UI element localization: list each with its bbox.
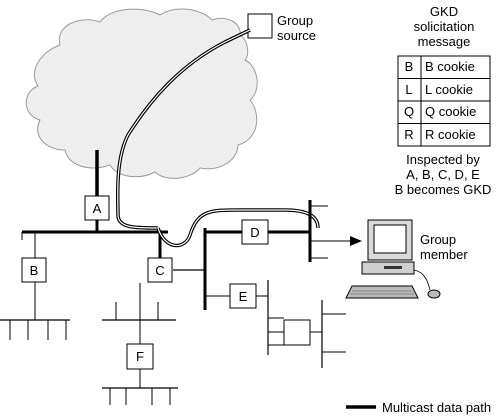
cookie-row: L L cookie [398, 79, 490, 102]
group-source-label-line2: source [277, 28, 317, 43]
group-member-label-line1: Group [420, 232, 457, 247]
cookie-value: Q cookie [425, 104, 477, 119]
cookie-row: R R cookie [398, 124, 490, 147]
router-unlabeled-box [283, 319, 311, 346]
cookie-key: R [404, 126, 414, 142]
cookie-key: L [405, 81, 413, 97]
router-c-label: C [155, 263, 165, 278]
cookie-row: B B cookie [398, 56, 490, 79]
router-f-label: F [136, 349, 144, 364]
router-c-box [147, 257, 173, 283]
group-source-box [247, 13, 273, 39]
router-d-label: D [250, 225, 260, 240]
gkd-header: GKD solicitation message [398, 4, 490, 49]
inspection-note-line1: Inspected by [406, 152, 480, 167]
legend-multicast-label: Multicast data path [382, 400, 492, 415]
cookie-table-grid [397, 55, 491, 147]
multicast-path-source-inner [117, 29, 251, 229]
inspection-note-line3: B becomes GKD [394, 182, 492, 197]
group-member-label: Group member [420, 232, 468, 262]
cookie-key: Q [403, 104, 415, 119]
router-e-label: E [238, 289, 248, 304]
cookie-value: B cookie [425, 59, 475, 74]
router-b-label: B [29, 263, 39, 278]
member-arrowhead [350, 236, 362, 246]
multicast-path-c-to-d-inner [157, 209, 319, 246]
group-source-label: Group source [277, 13, 316, 43]
router-a-label: A [92, 201, 102, 216]
router-f-box [126, 343, 154, 370]
computer-icon [345, 219, 441, 299]
router-a-box [84, 195, 110, 221]
cookie-table: B B cookie L L cookie Q Q cookie R R coo… [398, 56, 490, 146]
gkd-header-line3: message [417, 34, 471, 49]
router-d-box [241, 219, 269, 245]
inspection-note: Inspected by A, B, C, D, E B becomes GKD [388, 152, 498, 197]
router-b-box [21, 257, 47, 283]
cookie-value: L cookie [425, 81, 473, 97]
internet-cloud [25, 8, 258, 179]
cookie-value: R cookie [425, 126, 476, 142]
cookie-row: Q Q cookie [398, 101, 490, 124]
inspection-note-line2: A, B, C, D, E [406, 167, 480, 182]
group-source-label-line1: Group [277, 13, 314, 28]
cookie-key: B [404, 59, 414, 74]
gkd-header-line2: solicitation [413, 19, 475, 34]
gkd-header-line1: GKD [429, 4, 459, 19]
multicast-path-c-to-d [156, 208, 320, 248]
router-e-box [229, 283, 257, 309]
group-member-label-line2: member [420, 247, 468, 262]
